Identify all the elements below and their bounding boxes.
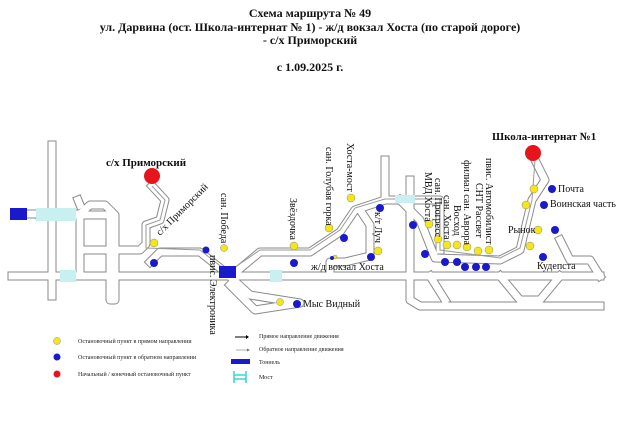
stop-reverse[interactable] (539, 253, 547, 261)
stop-label-luch: к/т Луч (372, 212, 383, 243)
stop-reverse[interactable] (540, 201, 548, 209)
stop-label-pochta: Почта (558, 184, 584, 195)
stop-forward[interactable] (149, 238, 159, 248)
stop-reverse[interactable] (150, 259, 158, 267)
bridge-icon (270, 270, 282, 282)
stop-reverse[interactable] (461, 263, 469, 271)
stop-forward[interactable] (373, 246, 383, 256)
stop-label-khosta-most: Хоста-мост (344, 143, 355, 193)
stop-label-vokzal: ж/д вокзал Хоста (310, 262, 384, 273)
route-title: Схема маршрута № 49 (248, 6, 372, 20)
stop-reverse[interactable] (551, 226, 559, 234)
stop-reverse[interactable] (421, 250, 429, 258)
tunnel-left (10, 208, 27, 220)
stop-label-pobeda: сан. Победа (218, 193, 229, 244)
legend-bridge-icon (233, 371, 247, 383)
stop-reverse[interactable] (453, 258, 461, 266)
stop-label-kudepsta: Кудепста (537, 261, 576, 272)
stop-forward[interactable] (324, 223, 334, 233)
legend-reverse-stop-icon (53, 353, 61, 361)
stop-label-zvezdochka: Звёздочка (287, 198, 298, 241)
bridges (36, 195, 415, 282)
legend-forward-stop-icon (53, 337, 61, 345)
stop-label-rassvet: СНТ Рассвет (473, 183, 484, 238)
stop-label-avrora: филиал сан. Аврора (461, 160, 472, 245)
stop-reverse[interactable] (367, 253, 375, 261)
stop-label-rynok: Рынок (508, 225, 536, 236)
stop-forward[interactable] (462, 242, 472, 252)
stop-label-voinskaya: Воинская часть (550, 199, 616, 210)
stop-forward[interactable] (533, 225, 543, 235)
stop-reverse[interactable] (548, 185, 556, 193)
stop-reverse[interactable] (441, 258, 449, 266)
legend-terminal: Начальный / конечный остановочный пункт (78, 371, 191, 378)
stop-label-elektronika: пвис. Электроника (207, 255, 218, 335)
terminal-school[interactable] (525, 145, 541, 161)
legend-terminal-icon (53, 370, 61, 378)
stop-reverse[interactable] (290, 259, 298, 267)
terminal-school-label: Школа-интернат №1 (492, 131, 596, 143)
stop-label-mvd: МВД Хоста (422, 172, 433, 222)
stop-reverse[interactable] (409, 221, 417, 229)
stop-label-khosta: сан. Хоста (441, 195, 452, 240)
bridge-icon (36, 208, 76, 221)
stop-reverse[interactable] (202, 246, 210, 254)
bridge-icon (60, 270, 76, 282)
reverse-arrowhead-icon (247, 348, 250, 352)
stop-reverse[interactable] (472, 263, 480, 271)
stop-forward[interactable] (473, 246, 483, 256)
legend-reverse-dir: Обратное направление движения (259, 346, 344, 353)
stop-reverse[interactable] (340, 234, 348, 242)
stop-forward[interactable] (276, 298, 284, 306)
forward-arrowhead-icon (246, 335, 249, 339)
legend-tunnel-icon (231, 359, 250, 364)
stop-label-avtomobilist: пвис. Автомобилист (483, 158, 494, 245)
stop-reverse[interactable] (330, 256, 334, 260)
legend: Остановочный пункт в прямом направлении … (53, 334, 344, 383)
stop-forward[interactable] (433, 234, 443, 244)
stop-forward[interactable] (525, 241, 535, 251)
stop-label-progress: сан. Прогресс (432, 178, 443, 238)
legend-reverse-stop: Остановочный пункт в обратном направлени… (78, 354, 197, 361)
legend-tunnel: Тоннель (259, 360, 280, 366)
stop-forward[interactable] (220, 244, 228, 252)
stop-forward[interactable] (484, 245, 494, 255)
effective-date: с 1.09.2025 г. (276, 60, 344, 74)
terminal-primorsky[interactable] (144, 168, 160, 184)
legend-forward-stop: Остановочный пункт в прямом направлении (78, 338, 192, 345)
legend-forward-dir: Прямое направление движения (259, 334, 339, 340)
stop-forward[interactable] (442, 240, 452, 250)
road-network (7, 140, 607, 315)
stop-reverse[interactable] (482, 263, 490, 271)
bridge-icon (395, 195, 415, 203)
legend-bridge: Мост (259, 375, 273, 381)
stop-reverse[interactable] (376, 204, 384, 212)
stop-forward[interactable] (424, 219, 434, 229)
stop-forward[interactable] (529, 184, 539, 194)
stop-forward[interactable] (521, 200, 531, 210)
stop-label-voskhod: Восход (451, 205, 462, 236)
stop-forward[interactable] (289, 241, 299, 251)
tunnel-center (219, 266, 236, 278)
stop-forward[interactable] (452, 240, 462, 250)
stop-forward[interactable] (346, 193, 356, 203)
forward-stops (149, 184, 543, 306)
reverse-stops (150, 185, 559, 308)
stop-reverse[interactable] (293, 300, 301, 308)
stop-label-golubaya-gorka: сан. Голубая горка (323, 147, 334, 226)
stop-label-mys-vidny: Мыс Видный (303, 299, 361, 310)
route-description-end: - с/х Приморский (262, 33, 358, 47)
terminal-primorsky-label: с/х Приморский (106, 157, 187, 169)
route-description: ул. Дарвина (ост. Школа-интернат № 1) - … (99, 20, 521, 34)
